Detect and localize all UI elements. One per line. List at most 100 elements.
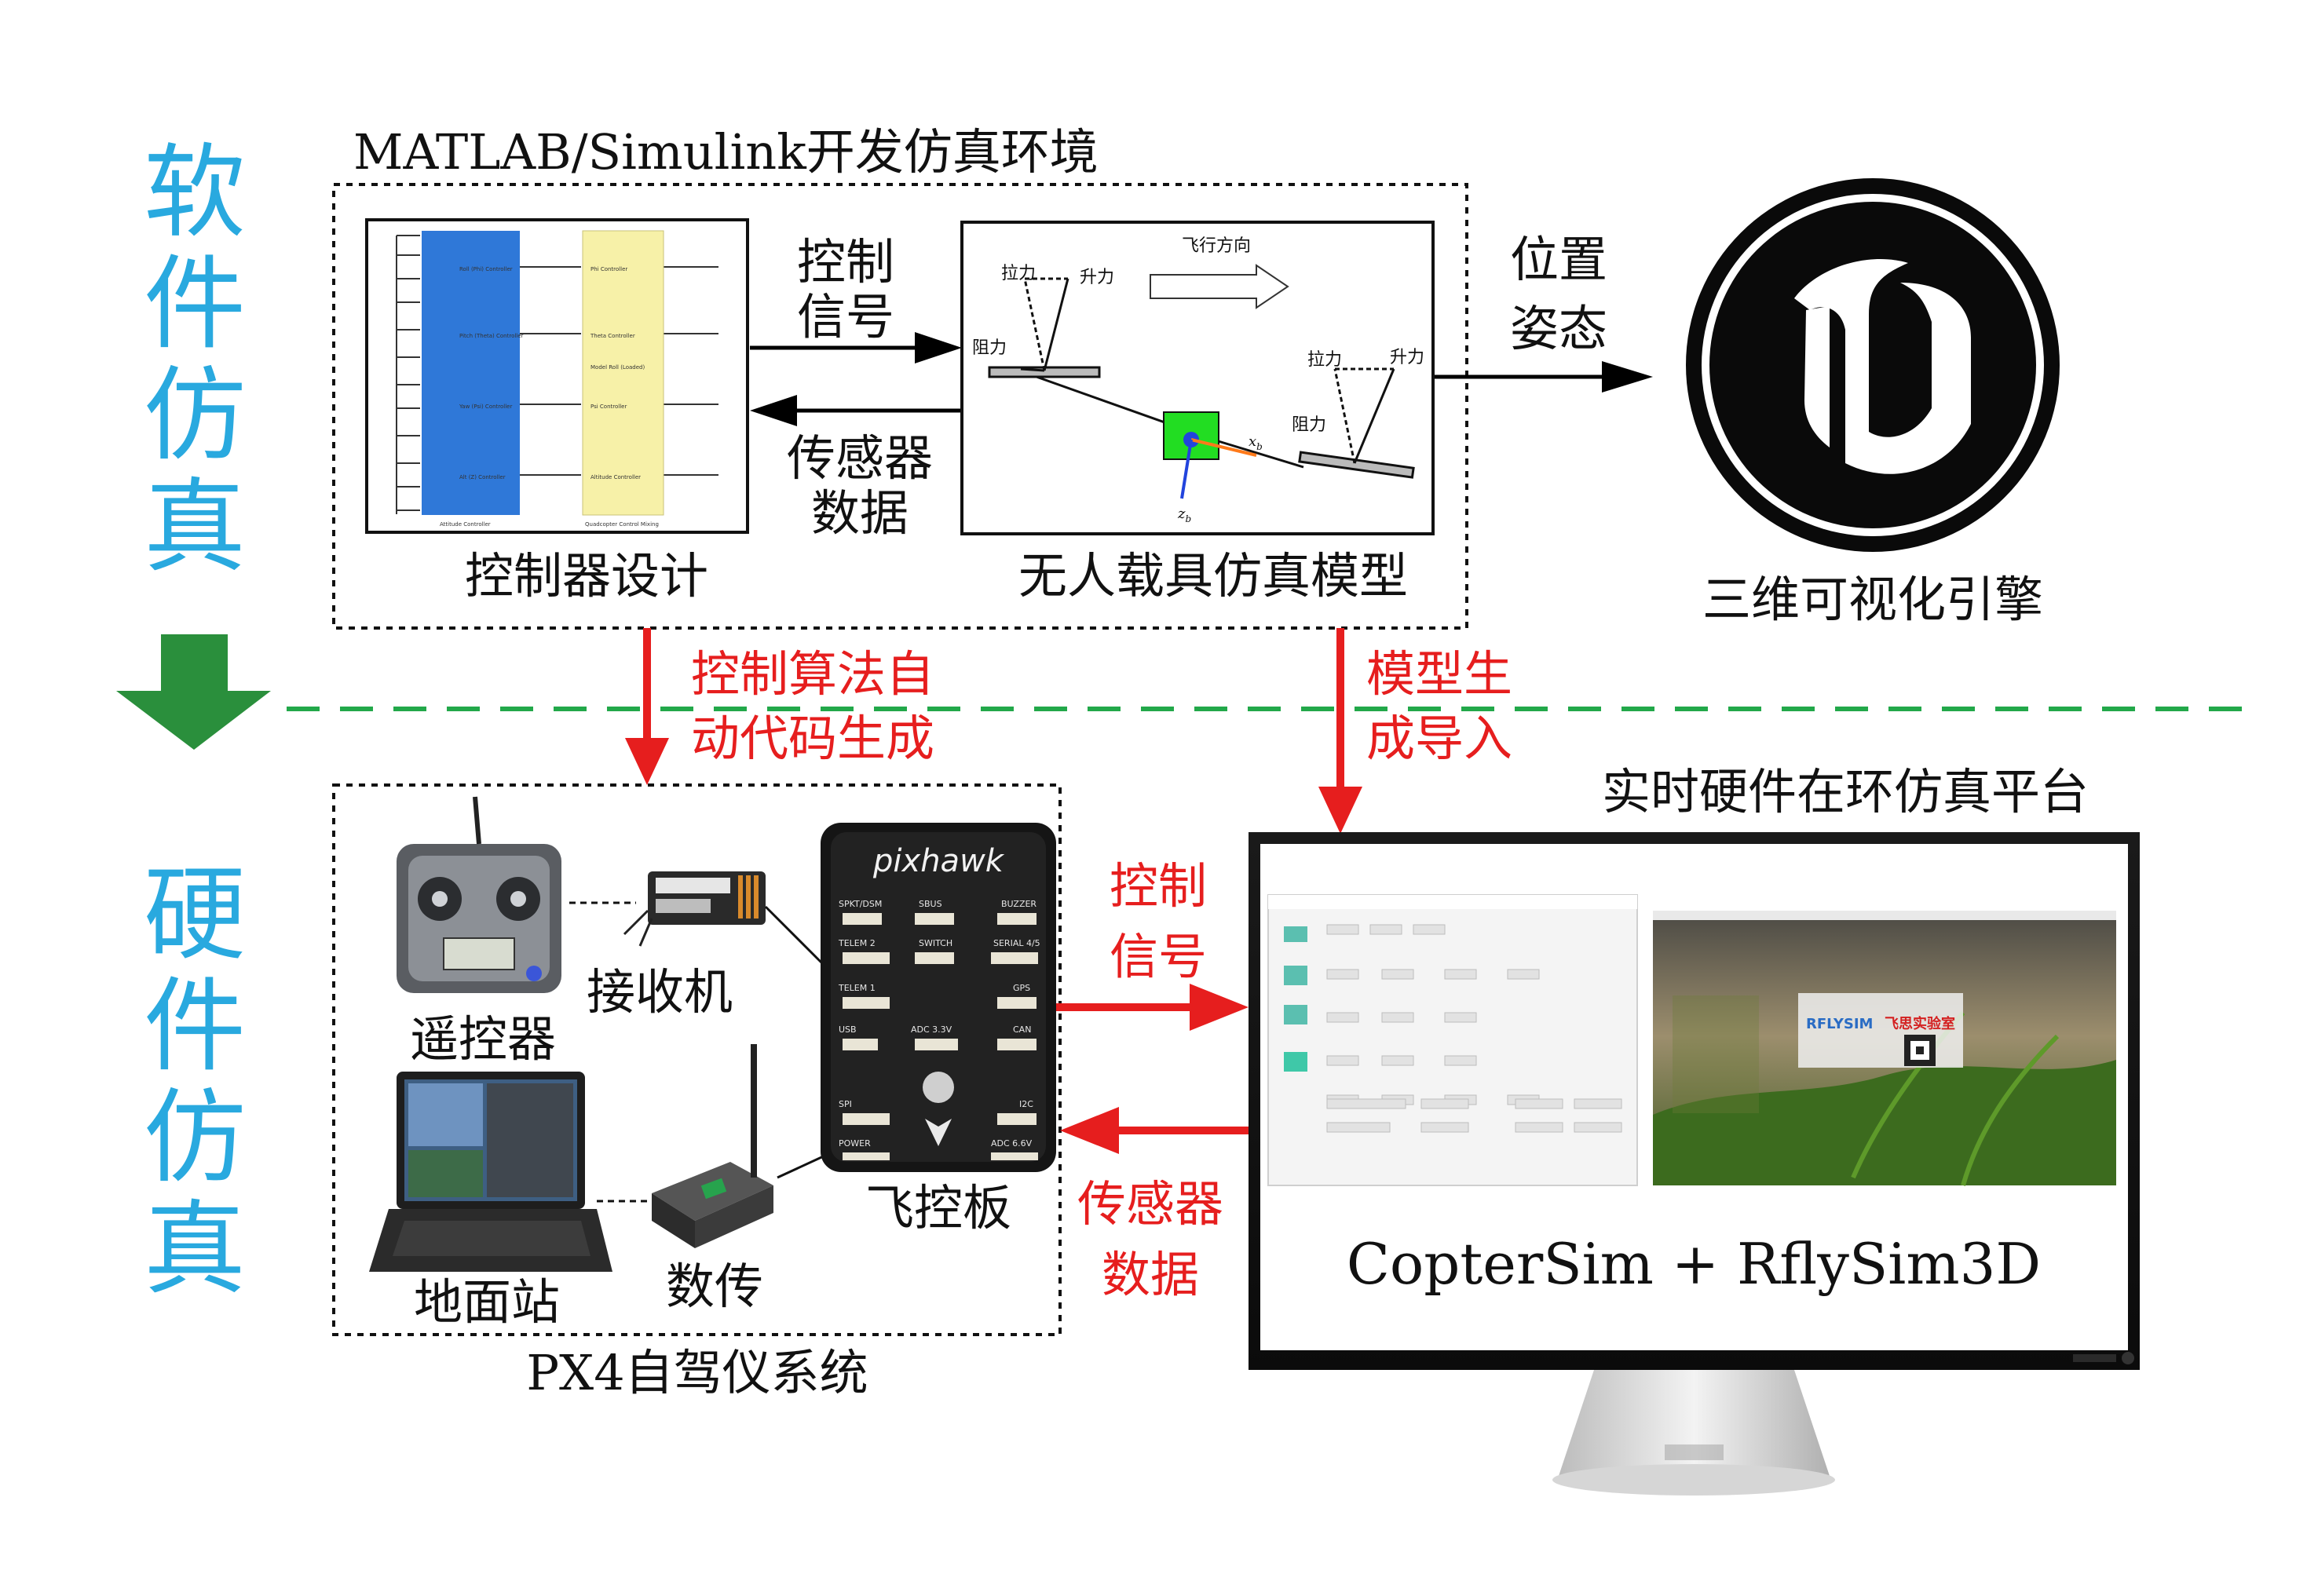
codegen-left-arrowhead [625, 738, 669, 785]
port-label-5: SWITCH [919, 938, 952, 948]
controller-design-panel: Roll (Phi) Controller Pitch (Theta) Cont… [365, 218, 749, 534]
px4-system-frame [332, 783, 1062, 1336]
simulink-attitude-controller-block [422, 231, 520, 515]
unreal-engine-logo [1686, 178, 2060, 552]
hil-platform-title: 实时硬件在环仿真平台 [1602, 763, 2089, 820]
control-signal-arrowhead [915, 332, 962, 363]
port-label-2: SBUS [919, 899, 942, 909]
hardware-sim-char-1: 硬 [144, 855, 246, 974]
position-attitude-label-line-1: 位置 [1510, 231, 1607, 288]
body-z-axis-label: zb [1177, 506, 1191, 524]
hil-monitor: RFLYSIM 飞思实验室 CopterSim + RflySim3D [1249, 832, 2140, 1496]
hardware-sim-char-3: 仿 [144, 1078, 246, 1197]
model-import-label-line-2: 成导入 [1366, 710, 1512, 767]
receiver-image [623, 871, 766, 947]
matlab-env-title: MATLAB/Simulink开发仿真环境 [353, 123, 1099, 181]
sensor-data-label-line-2: 数据 [811, 484, 909, 542]
px4-system-caption: PX4自驾仪系统 [526, 1344, 868, 1401]
control-signal-label-line-1: 控制 [797, 233, 894, 290]
port-label-13: I2C [1019, 1099, 1033, 1109]
drag-force-label-2: 阻力 [1292, 415, 1326, 435]
simulink-input-lines [396, 235, 718, 514]
ground-station-laptop-image [369, 1072, 612, 1272]
simulink-right-label-3: Model Roll (Loaded) [590, 364, 645, 371]
flight-direction-label: 飞行方向 [1182, 236, 1251, 256]
lift-force-label-1: 升力 [1080, 268, 1114, 287]
drag-force-label-1: 阻力 [972, 338, 1007, 358]
port-label-8: GPS [1013, 983, 1030, 993]
uav-sim-model-panel: 飞行方向 拉力 升力 阻力 拉力 升力 阻力 xb zb [960, 221, 1435, 535]
software-sim-char-1: 软 [144, 133, 246, 252]
simulink-left-label-5: Attitude Controller [440, 521, 491, 528]
lift-force-label-2: 升力 [1390, 348, 1424, 367]
codegen-label-line-1: 控制算法自 [691, 645, 934, 703]
lab-logo-text: 飞思实验室 [1885, 1015, 1955, 1032]
rflysim3d-window: RFLYSIM 飞思实验室 [1653, 911, 2116, 1186]
port-label-10: ADC 3.3V [911, 1024, 952, 1035]
simulink-left-label-3: Yaw (Psi) Controller [459, 404, 512, 410]
position-attitude-label-line-2: 姿态 [1510, 300, 1607, 357]
sensor-data-label-line-1: 传感器 [787, 429, 933, 487]
hil-sensor-data-arrowhead [1060, 1107, 1119, 1154]
visualization-engine-caption: 三维可视化引擎 [1702, 571, 2043, 628]
simulink-left-label-1: Roll (Phi) Controller [459, 266, 513, 272]
simulink-right-label-6: Quadcopter Control Mixing [585, 521, 659, 528]
ground-station-label: 地面站 [414, 1273, 560, 1331]
flight-direction-arrow [1150, 264, 1289, 309]
pixhawk-flight-controller-image: pixhawk SPKT/DSM SBUS BUZZER TELEM 2 SWI… [821, 823, 1056, 1172]
uav-model-caption: 无人载具仿真模型 [1018, 547, 1408, 604]
flight-controller-label: 飞控板 [865, 1179, 1011, 1236]
port-label-7: TELEM 1 [838, 983, 876, 993]
port-label-4: TELEM 2 [838, 938, 876, 948]
hil-control-signal-arrowhead [1190, 984, 1249, 1031]
software-sim-char-4: 真 [144, 467, 246, 586]
hil-sensor-data-label-line-2: 数据 [1102, 1246, 1199, 1303]
simulink-left-label-2: Pitch (Theta) Controller [459, 333, 524, 339]
hil-monitor-label: CopterSim + RflySim3D [1347, 1231, 2041, 1297]
simulink-left-label-4: Alt (Z) Controller [459, 474, 506, 480]
port-label-12: SPI [839, 1099, 852, 1109]
hardware-sim-label: 硬 件 仿 真 [144, 855, 246, 1309]
remote-controller-image [397, 796, 561, 993]
telemetry-radio-image [652, 1044, 773, 1248]
port-label-6: SERIAL 4/5 [993, 938, 1040, 948]
simulink-right-label-1: Phi Controller [590, 266, 627, 272]
port-label-3: BUZZER [1001, 899, 1037, 909]
pixhawk-brand-text: pixhawk [872, 843, 1005, 879]
controller-design-caption: 控制器设计 [465, 547, 708, 604]
hil-control-signal-label-line-2: 信号 [1110, 928, 1207, 985]
codegen-label-line-2: 动代码生成 [691, 710, 934, 767]
simulink-right-label-4: Psi Controller [590, 404, 627, 410]
simulink-control-mixing-block [582, 230, 664, 516]
matlab-env-frame [332, 183, 1468, 630]
position-attitude-arrowhead [1602, 361, 1653, 393]
rflysim-logo-text: RFLYSIM [1806, 1016, 1873, 1032]
coptersim-window [1267, 894, 1638, 1186]
body-x-axis-label: xb [1249, 433, 1263, 452]
hil-sensor-data-label-line-1: 传感器 [1077, 1175, 1223, 1233]
software-sim-label: 软 件 仿 真 [144, 133, 246, 586]
hardware-sim-char-4: 真 [144, 1189, 246, 1309]
sensor-data-arrowhead [750, 395, 797, 426]
port-label-9: USB [839, 1024, 857, 1035]
pull-force-label-2: 拉力 [1307, 350, 1342, 370]
receiver-label: 接收机 [587, 963, 733, 1021]
remote-controller-label: 遥控器 [410, 1010, 556, 1068]
model-import-arrowhead [1318, 787, 1362, 834]
telemetry-label: 数传 [666, 1258, 763, 1315]
port-label-15: ADC 6.6V [991, 1138, 1033, 1149]
monitor-stand [1559, 1370, 1830, 1476]
stage-transition-arrow [116, 634, 271, 750]
simulink-right-label-5: Altitude Controller [590, 474, 641, 480]
port-label-14: POWER [839, 1138, 871, 1149]
software-sim-char-3: 仿 [144, 356, 246, 475]
hil-control-signal-label-line-1: 控制 [1110, 857, 1207, 915]
pull-force-label-1: 拉力 [1001, 264, 1036, 283]
hardware-sim-char-2: 件 [144, 966, 246, 1086]
control-signal-label-line-2: 信号 [797, 288, 894, 345]
port-label-1: SPKT/DSM [839, 899, 882, 909]
model-import-label-line-1: 模型生 [1366, 645, 1512, 703]
port-label-11: CAN [1013, 1024, 1031, 1035]
simulink-right-label-2: Theta Controller [590, 333, 635, 339]
